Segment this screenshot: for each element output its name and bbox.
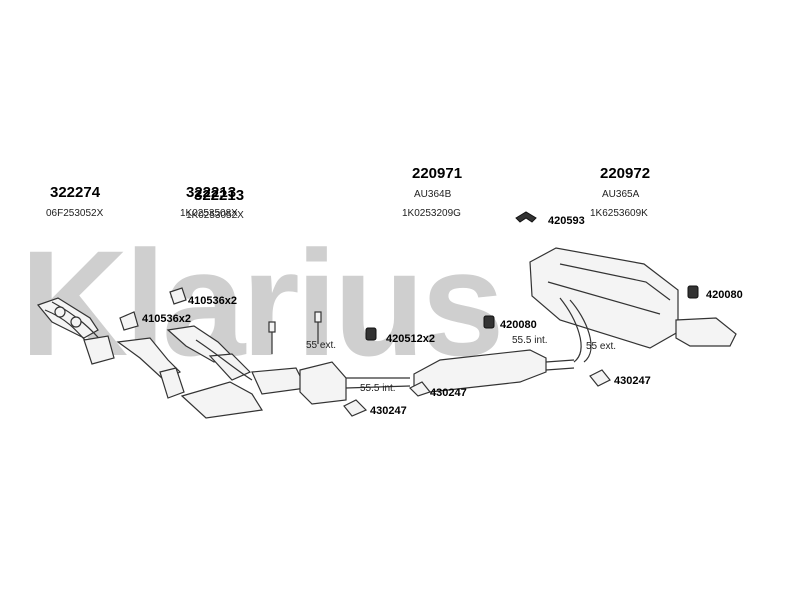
- oem-manifold-right-b: 1K0253052X: [186, 210, 244, 221]
- part-number-manifold-right-a: 322213: [186, 184, 236, 201]
- hanger-icon: [515, 211, 537, 223]
- manifold-left-drawing: [36, 297, 185, 399]
- label-clamp-rear: 430247: [614, 375, 651, 387]
- clamp-icon: [408, 381, 432, 397]
- label-gasket-b: 410536x2: [142, 313, 191, 325]
- note-int-left: 55.5 int.: [360, 383, 396, 394]
- clamp-icon: [343, 399, 368, 417]
- lambda-sensors: [268, 311, 322, 354]
- mount-icon: [365, 327, 377, 341]
- label-mount-rear: 420080: [706, 289, 743, 301]
- oem-rear-box: 1K6253609K: [590, 208, 648, 219]
- part-number-center-box: 220971: [412, 165, 462, 182]
- code-rear-box: AU365A: [602, 189, 640, 200]
- label-clamp-center: 430247: [430, 387, 467, 399]
- part-number-rear-box: 220972: [600, 165, 650, 182]
- label-clamp-left: 430247: [370, 405, 407, 417]
- gasket-icon: [119, 287, 187, 331]
- mount-icon: [687, 285, 699, 299]
- oem-manifold-right-a: 1K0253508X: [180, 208, 238, 219]
- code-center-box: AU364B: [414, 189, 452, 200]
- mount-icon: [483, 315, 495, 329]
- note-ext-left: 55 ext.: [306, 340, 336, 351]
- clamp-icon: [589, 369, 611, 387]
- label-mount-center: 420080: [500, 319, 537, 331]
- oem-manifold-left: 06F253052X: [46, 208, 104, 219]
- part-number-manifold-left: 322274: [50, 184, 101, 201]
- part-number-manifold-right-b: 322213: [194, 187, 244, 204]
- rear-silencer-drawing: [529, 247, 737, 363]
- label-mount-mid: 420512x2: [386, 333, 435, 345]
- oem-center-box: 1K0253209G: [402, 208, 461, 219]
- manifold-right-drawing: [166, 325, 253, 381]
- label-hanger-top: 420593: [548, 215, 585, 227]
- note-int-right: 55.5 int.: [512, 335, 548, 346]
- label-gasket-a: 410536x2: [188, 295, 237, 307]
- note-ext-right: 55 ext.: [586, 341, 616, 352]
- catalysts-front-pipes: [180, 361, 411, 419]
